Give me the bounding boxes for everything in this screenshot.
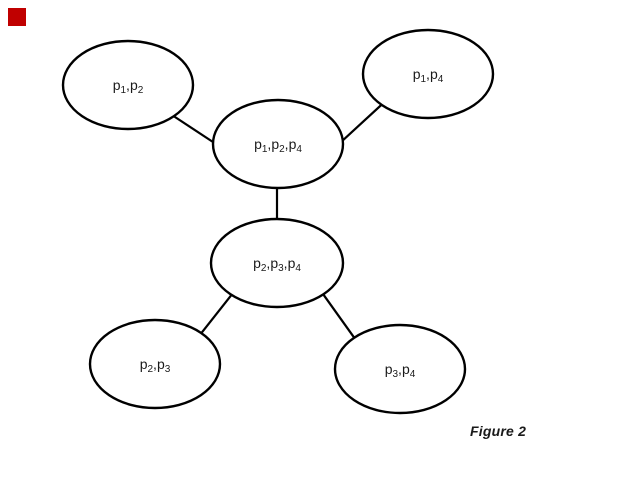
node-p2-p3-label: p2,p3 (140, 356, 171, 375)
node-p1-p2 (61, 39, 195, 131)
edge-line (336, 103, 383, 147)
node-p3-p4-label: p3,p4 (385, 361, 416, 380)
node-p1-p2-p4-label: p1,p2,p4 (254, 136, 302, 155)
node-p1-p2-label: p1,p2 (113, 77, 144, 96)
node-p2-p3-p4 (209, 217, 345, 309)
node-p1-p4-label: p1,p4 (413, 66, 444, 85)
red-square-marker (8, 8, 26, 26)
node-p2-p3 (88, 318, 222, 410)
node-p1-p4 (361, 28, 495, 120)
node-p1-p2-p4 (211, 98, 345, 190)
node-p3-p4 (333, 323, 467, 415)
edge-line (199, 288, 237, 336)
figure-caption: Figure 2 (470, 423, 527, 439)
edge-line (319, 289, 357, 341)
node-p2-p3-p4-label: p2,p3,p4 (253, 255, 301, 274)
